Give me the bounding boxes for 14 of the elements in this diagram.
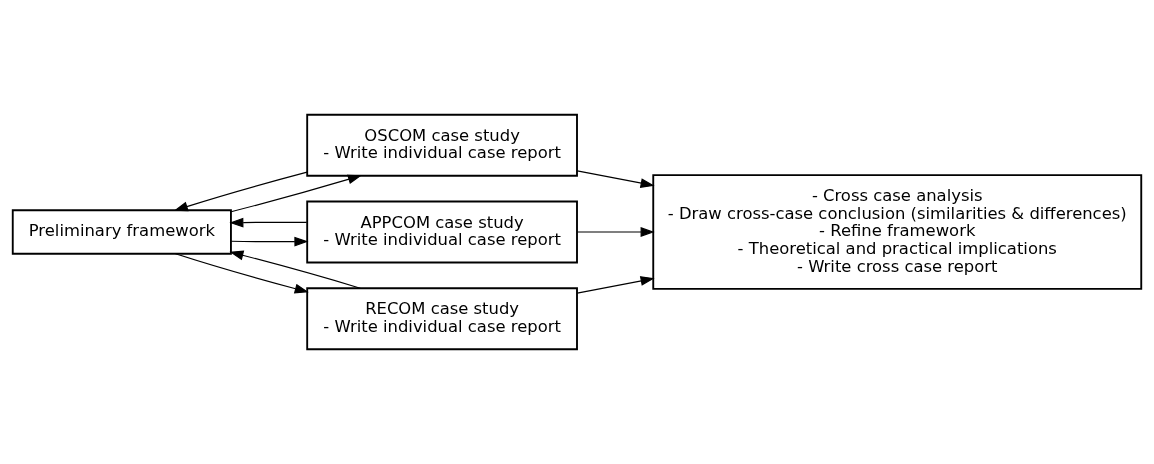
arrow [173, 171, 308, 212]
arrow [230, 236, 309, 247]
arrow [576, 170, 655, 188]
arrow [576, 276, 655, 294]
arrow [576, 227, 655, 237]
node-box: Preliminary framework [11, 209, 232, 255]
arrow [174, 253, 309, 294]
node-box: APPCOM case study - Write individual case report [306, 200, 578, 264]
node-box: - Cross case analysis - Draw cross-case conclusion (similarities & differences) - Refine framework - Theoretical and practical implications - Write cross case report [652, 174, 1143, 290]
arrow [229, 250, 361, 289]
node-box: OSCOM case study - Write individual case report [306, 113, 578, 177]
arrow [230, 174, 362, 213]
arrow [229, 217, 308, 228]
node-box: RECOM case study - Write individual case report [306, 287, 578, 351]
